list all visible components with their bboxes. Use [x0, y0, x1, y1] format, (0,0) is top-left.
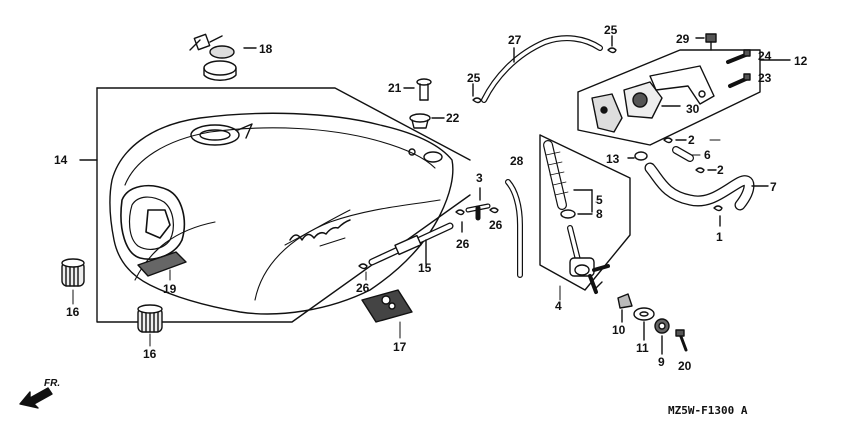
- callout-10: 10: [612, 323, 626, 337]
- fuel-valve-group-outline: [539, 134, 631, 291]
- fuel-fill-cap: [189, 33, 257, 81]
- tank-group-outline: [79, 87, 471, 323]
- callout-27: 27: [508, 33, 522, 47]
- screw-24: [726, 49, 751, 64]
- drain-tube-28: [505, 179, 523, 278]
- callout-4: 4: [555, 299, 562, 313]
- callout-30: 30: [686, 102, 700, 116]
- breather-tube-27: [481, 35, 603, 103]
- callout-26a: 26: [456, 237, 470, 251]
- clip-1: [713, 205, 723, 227]
- callout-23: 23: [758, 71, 772, 85]
- callout-21: 21: [388, 81, 402, 95]
- drawing-code: MZ5W-F1300 A: [668, 404, 748, 417]
- clip-25-lower: [472, 83, 482, 104]
- callout-2b: 2: [717, 163, 724, 177]
- washer-11: [633, 307, 655, 341]
- clip-26-c: [358, 263, 368, 270]
- fuel-tube-6: [672, 146, 694, 162]
- joint-15: [368, 222, 454, 266]
- callout-20: 20: [678, 359, 692, 373]
- callout-26b: 26: [489, 218, 503, 232]
- callout-29: 29: [676, 32, 690, 46]
- callout-12: 12: [794, 54, 808, 68]
- front-direction-arrow: [19, 387, 53, 409]
- fuel-tube-7: [644, 162, 769, 211]
- clip-2-b: [695, 167, 717, 174]
- callout-24: 24: [758, 49, 772, 63]
- callout-16a: 16: [66, 305, 80, 319]
- callout-9: 9: [658, 355, 665, 369]
- callout-7: 7: [770, 180, 777, 194]
- fuel-tank: [109, 112, 454, 315]
- callout-1: 1: [716, 230, 723, 244]
- callout-13: 13: [606, 152, 620, 166]
- pad-19: [137, 251, 187, 277]
- setting-plate-17: [361, 289, 413, 323]
- callout-26c: 26: [356, 281, 370, 295]
- joint-3: [465, 187, 491, 221]
- bolt-21: [403, 78, 432, 101]
- callout-8: 8: [596, 207, 603, 221]
- callout-11: 11: [636, 341, 649, 355]
- clip-26-b: [489, 207, 499, 214]
- valve-bracket: [649, 65, 715, 105]
- rubber-cushion-front: [61, 258, 85, 287]
- callout-22: 22: [446, 111, 460, 125]
- collar-9: [654, 318, 670, 355]
- callout-18: 18: [259, 42, 273, 56]
- callout-17: 17: [393, 340, 407, 354]
- collar-22: [409, 113, 445, 129]
- callout-6: 6: [704, 148, 711, 162]
- grommet-10: [617, 293, 633, 323]
- callout-19: 19: [163, 282, 177, 296]
- valve-cover: [591, 93, 623, 133]
- callout-25a: 25: [604, 23, 618, 37]
- valve-lever-30: [623, 81, 681, 119]
- rubber-cushion-rear: [137, 304, 163, 333]
- leader-lines: [72, 139, 721, 347]
- callout-14: 14: [54, 153, 68, 167]
- valve-bracket-group-outline: [577, 49, 791, 146]
- clip-26-a: [455, 209, 465, 233]
- strainer-5: [543, 140, 593, 213]
- clip-25-upper: [607, 35, 617, 54]
- fuel-valve: [567, 225, 610, 294]
- callout-3: 3: [476, 171, 483, 185]
- screw-29: [695, 33, 717, 51]
- screw-23: [728, 73, 751, 88]
- o-ring-13: [627, 151, 648, 161]
- callout-25b: 25: [467, 71, 481, 85]
- direction-label: FR.: [44, 378, 61, 389]
- callout-16b: 16: [143, 347, 157, 361]
- clip-2-a: [663, 137, 687, 144]
- screw-20: [675, 329, 688, 352]
- callout-2a: 2: [688, 133, 695, 147]
- callout-15: 15: [418, 261, 432, 275]
- callout-5: 5: [596, 193, 603, 207]
- o-ring-8: [560, 209, 593, 219]
- callout-28: 28: [510, 154, 524, 168]
